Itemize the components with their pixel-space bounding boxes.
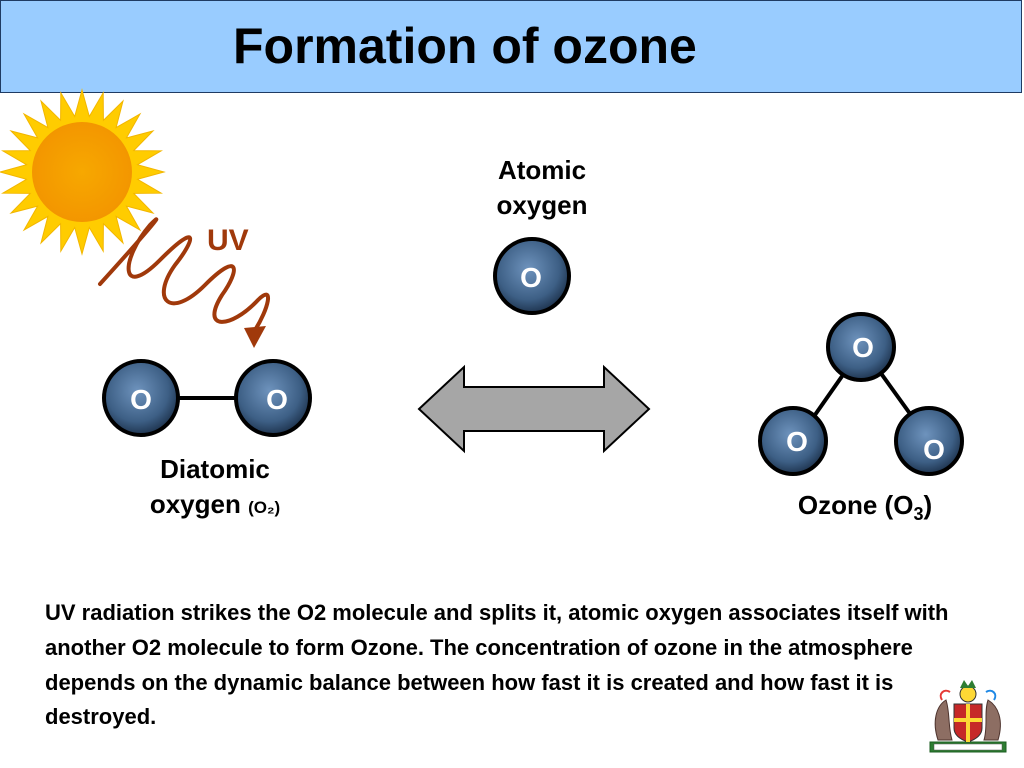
ozone-molecule: O O O <box>758 312 964 476</box>
ozone-label-text: Ozone (O <box>797 490 914 520</box>
uv-wave-icon <box>98 217 271 348</box>
diatomic-line2-text: oxygen <box>149 489 241 520</box>
atomic-oxygen-line2: oxygen <box>496 190 588 221</box>
ozone-subscript: 3 <box>913 504 924 525</box>
atom-o: O <box>234 359 312 437</box>
title-bar: Formation of ozone <box>0 0 1022 93</box>
coat-of-arms-icon <box>929 680 1007 753</box>
svg-text:O: O <box>852 332 874 363</box>
diatomic-line1: Diatomic <box>160 454 270 484</box>
atom-o: O <box>758 406 828 476</box>
sun-icon <box>0 88 166 256</box>
svg-text:O: O <box>520 262 542 293</box>
svg-text:O: O <box>786 426 808 457</box>
diatomic-oxygen-label: Diatomic oxygen (O₂) <box>130 452 300 522</box>
diatomic-oxygen-molecule: O O <box>102 359 312 437</box>
uv-label: UV <box>207 224 249 257</box>
description-text: UV radiation strikes the O2 molecule and… <box>45 600 949 730</box>
atom-o: O <box>102 359 180 437</box>
svg-text:O: O <box>923 434 945 465</box>
double-arrow-icon <box>417 364 651 454</box>
atomic-oxygen-atom: O <box>493 237 571 315</box>
svg-text:O: O <box>130 384 152 415</box>
ozone-label-close: ) <box>923 490 933 520</box>
atom-o: O <box>826 312 896 382</box>
atomic-oxygen-line1: Atomic <box>497 155 587 185</box>
slide-title: Formation of ozone <box>233 18 697 74</box>
atom-o: O <box>894 406 964 476</box>
svg-text:O: O <box>266 384 288 415</box>
diatomic-line2: oxygen (O₂) <box>130 487 300 522</box>
ozone-label: Ozone (O3) <box>780 488 950 526</box>
diatomic-formula: (O₂) <box>248 498 281 518</box>
atomic-oxygen-label: Atomic oxygen <box>488 153 596 223</box>
